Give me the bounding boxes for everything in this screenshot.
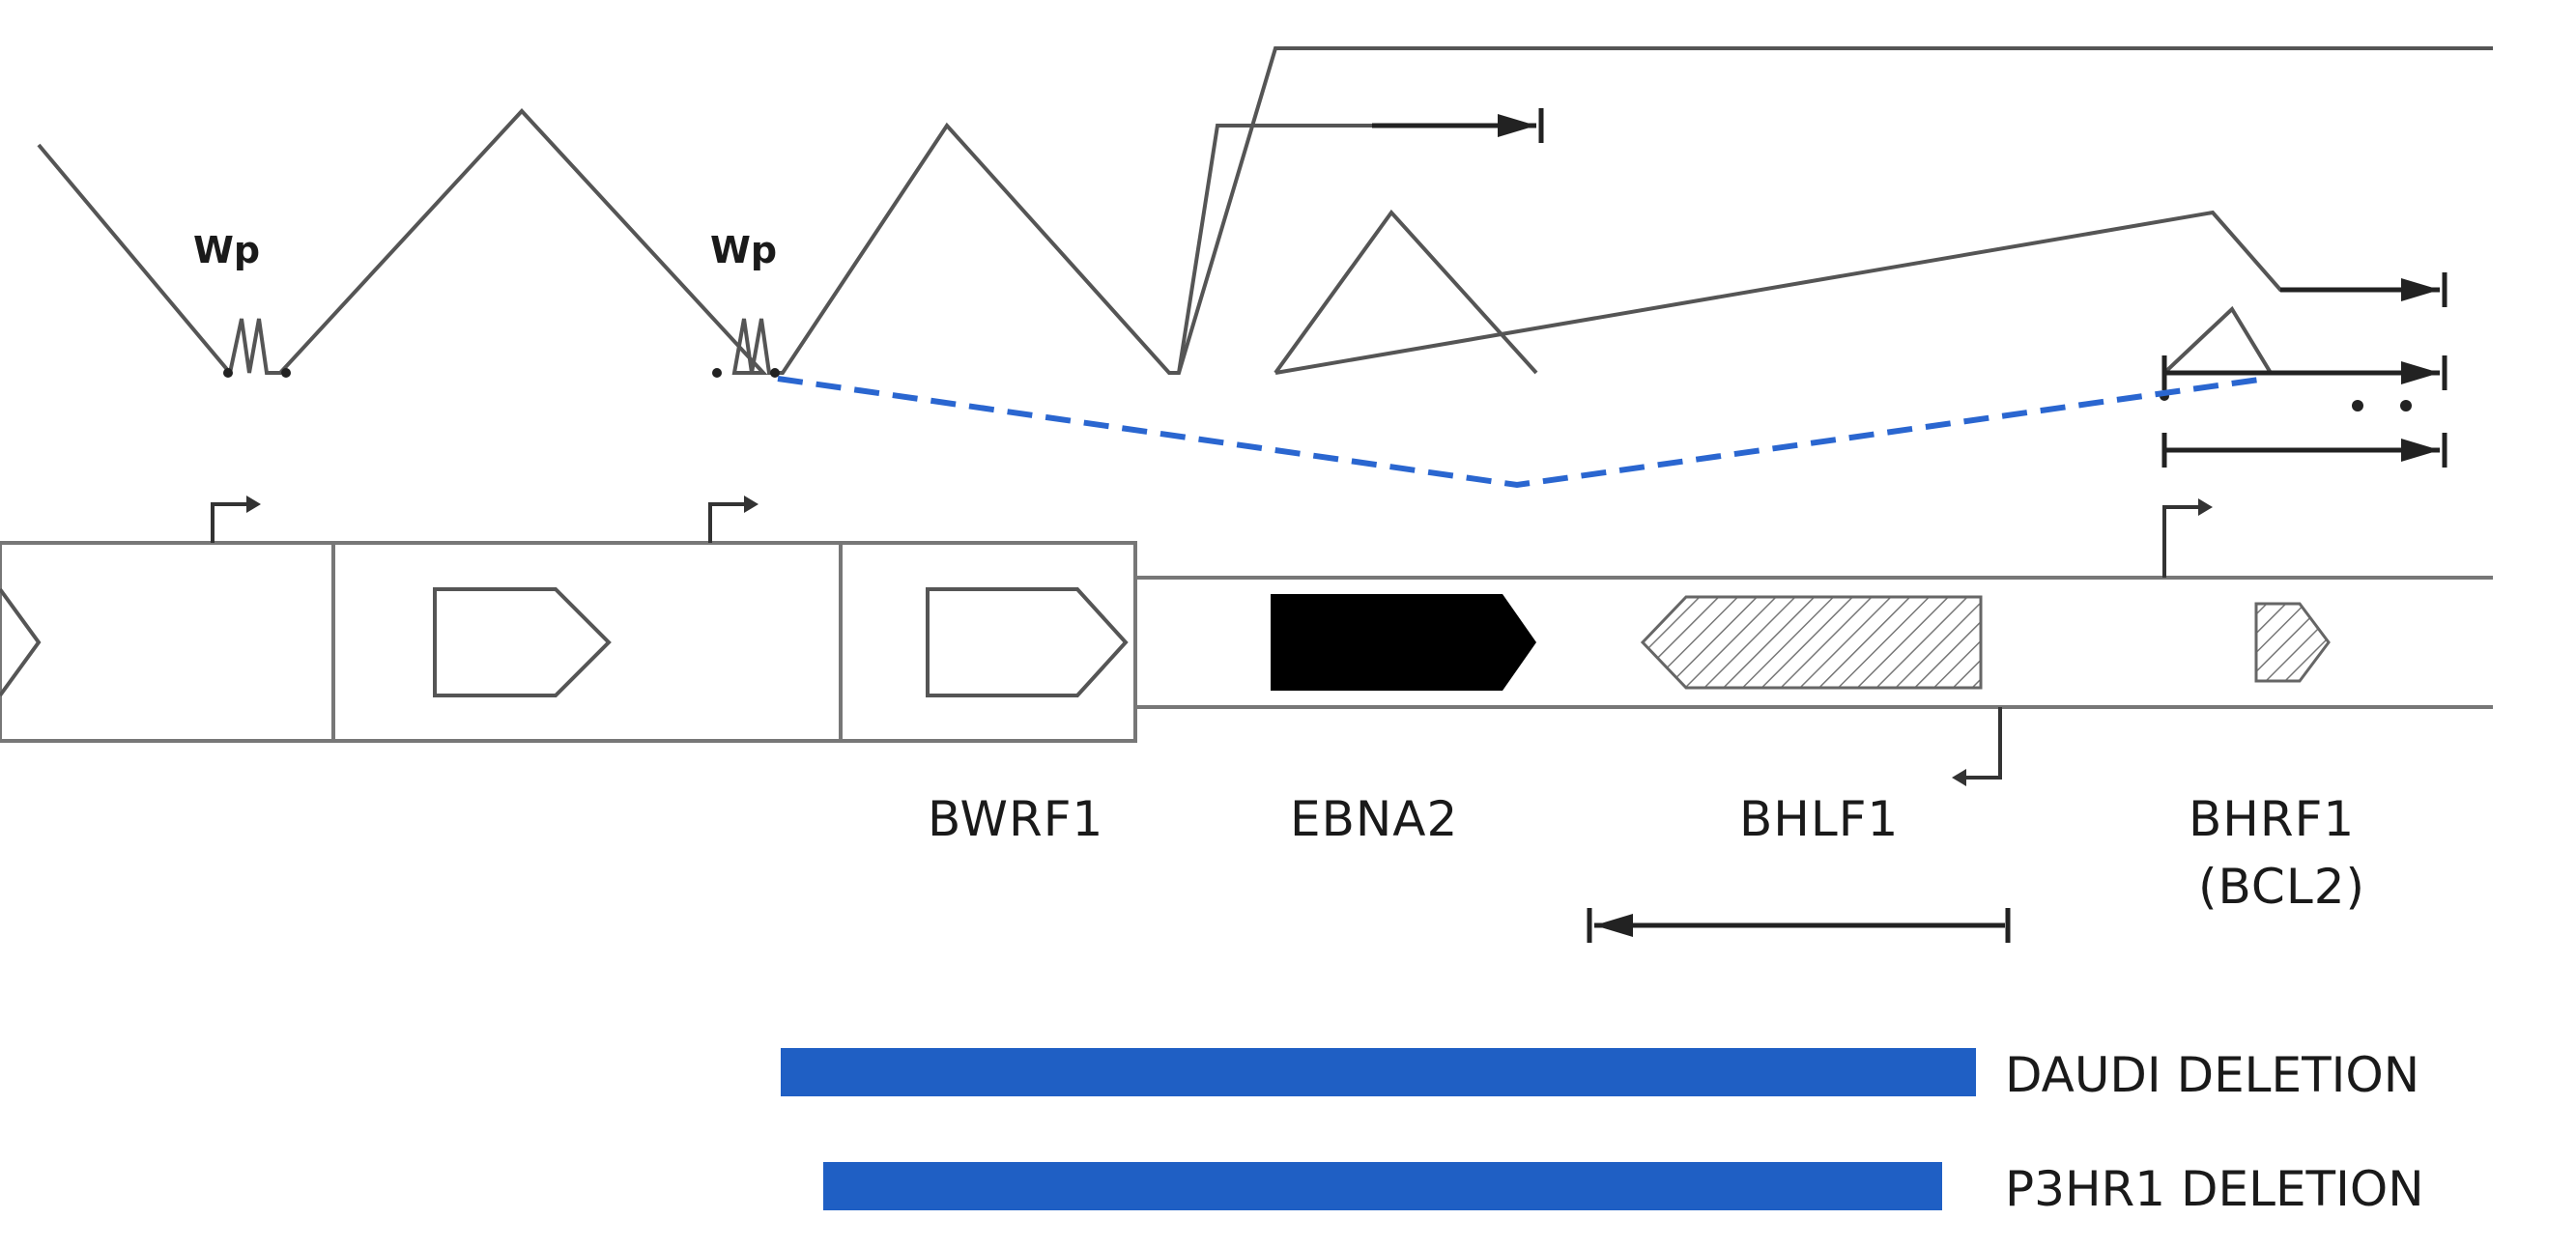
promoter-label-wp-2: Wp [710,229,777,271]
w-exon-shape [433,587,612,697]
arrowhead-left-icon [1594,914,1633,937]
transcript-arrows [1372,108,2447,468]
promoter-flag-arrow-icon [1952,769,1966,786]
genome-track [0,496,2493,786]
arrowhead-icon [2401,361,2440,384]
gene-label-bhrf1-alias: (BCL2) [2198,859,2365,915]
promoter-flag-reverse-icon [1966,707,2002,780]
bwrf1-exon-shape [926,587,1129,697]
promoter-flag-icon [211,502,246,543]
arrowhead-icon [2401,278,2440,301]
splice-dot [712,368,722,378]
promoter-flag-arrow-icon [246,496,261,513]
gene-label-bhlf1: BHLF1 [1739,791,1899,847]
splice-line-ebna2-exon [1274,209,1538,375]
gene-label-bwrf1: BWRF1 [928,791,1103,847]
p3hr1-deletion-bar [823,1162,1942,1210]
promoter-flag-arrow-icon [744,496,758,513]
deletion-label-daudi: DAUDI DELETION [2005,1047,2419,1103]
dashed-splice-line [777,376,2267,489]
asterisk-dot [2400,400,2412,411]
splice-dot [223,368,233,378]
asterisk-dot [2352,400,2363,411]
splice-line-bhrf1-small [2162,305,2440,375]
deletion-label-p3hr1: P3HR1 DELETION [2005,1161,2424,1217]
bhlf1-shape [1640,595,1983,690]
promoter-flag-arrow-icon [2198,498,2213,516]
splice-line-w-repeat [37,46,2493,378]
promoter-flag-icon [708,502,744,543]
exon-dots [223,368,780,378]
splice-dot [770,368,780,378]
bhrf1-shape [2254,602,2331,683]
exon-partial-shape [0,587,42,697]
daudi-deletion-bar [781,1048,1976,1096]
gene-label-ebna2: EBNA2 [1290,791,1458,847]
ebna2-shape [1271,594,1536,691]
arrowhead-icon [1498,114,1536,137]
splice-line-bhrf1 [1274,210,2440,375]
promoter-label-wp-1: Wp [193,229,260,271]
promoter-flag-icon [2162,505,2198,578]
splice-lines [37,46,2493,378]
gene-label-bhrf1: BHRF1 [2189,791,2355,847]
arrowhead-icon [2401,439,2440,462]
splice-dot [281,368,291,378]
bhlf1-transcript-arrow [1587,908,2011,943]
